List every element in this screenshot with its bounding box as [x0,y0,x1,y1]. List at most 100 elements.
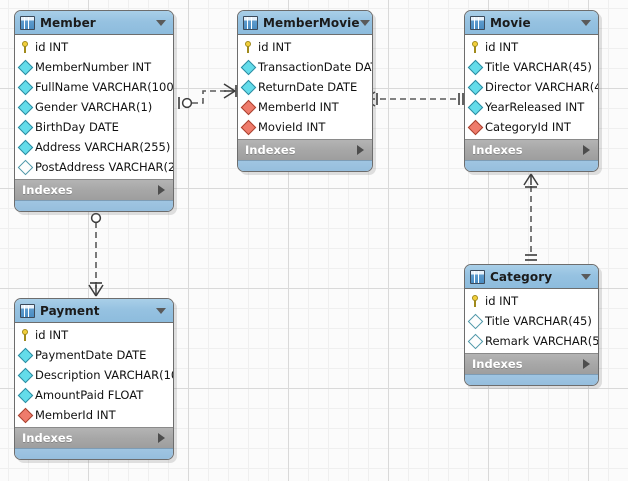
column-label: Title VARCHAR(45) [485,60,592,74]
column-row[interactable]: Director VARCHAR(45) [465,77,598,97]
entity-table-category[interactable]: Category id INT Title VARCHAR(45) Remark… [464,264,602,389]
column-label: Remark VARCHAR(500) [485,334,599,348]
diamond-icon [467,59,484,75]
red-diamond-icon [17,407,34,423]
key-icon [470,41,481,53]
diamond-icon [17,159,34,175]
indexes-label: Indexes [472,143,523,157]
diamond-icon [467,313,484,329]
column-row[interactable]: Title VARCHAR(45) [465,311,598,331]
table-title: Payment [40,303,100,318]
chevron-down-icon[interactable] [156,19,166,26]
diamond-icon [467,79,484,95]
column-list: id INT PaymentDate DATE Description VARC… [15,323,173,427]
column-row[interactable]: Address VARCHAR(255) [15,137,173,157]
table-icon [243,15,258,30]
table-icon [470,15,485,30]
indexes-section[interactable]: Indexes [465,353,598,374]
column-list: id INT MemberNumber INT FullName VARCHAR… [15,35,173,179]
triangle-right-icon[interactable] [158,433,165,443]
column-label: MovieId INT [258,120,326,134]
relationship-movie-category[interactable] [523,173,539,261]
triangle-right-icon[interactable] [583,145,590,155]
indexes-section[interactable]: Indexes [15,179,173,200]
column-row[interactable]: id INT [15,325,173,345]
key-icon [470,295,481,307]
column-label: Gender VARCHAR(1) [35,100,153,114]
diamond-icon [17,119,34,135]
entity-table-payment[interactable]: Payment id INT PaymentDate DATE Descript… [14,298,177,463]
entity-table-membermovie[interactable]: MemberMovie id INT TransactionDate DATE … [237,10,376,175]
column-label: Description VARCHAR(100) [35,368,173,382]
diamond-icon [17,347,34,363]
triangle-right-icon[interactable] [583,359,590,369]
table-footer [15,200,173,211]
diamond-icon [467,333,484,349]
column-row[interactable]: BirthDay DATE [15,117,173,137]
table-header-category[interactable]: Category [465,265,598,289]
relationship-member-payment[interactable] [88,210,104,297]
chevron-down-icon[interactable] [581,19,591,26]
table-title: Category [490,269,553,284]
column-row[interactable]: CategoryId INT [465,117,598,137]
diamond-icon [17,79,34,95]
triangle-right-icon[interactable] [357,145,364,155]
column-row[interactable]: Description VARCHAR(100) [15,365,173,385]
red-diamond-icon [240,119,257,135]
table-title: Movie [490,15,531,30]
table-header-member[interactable]: Member [15,11,173,35]
diamond-icon [17,387,34,403]
column-row[interactable]: MemberId INT [238,97,372,117]
key-icon [20,41,31,53]
indexes-label: Indexes [245,143,296,157]
indexes-section[interactable]: Indexes [465,139,598,160]
table-body: Payment id INT PaymentDate DATE Descript… [14,298,174,460]
chevron-down-icon[interactable] [156,307,166,314]
diamond-icon [467,99,484,115]
table-header-membermovie[interactable]: MemberMovie [238,11,372,35]
column-row[interactable]: AmountPaid FLOAT [15,385,173,405]
triangle-right-icon[interactable] [158,185,165,195]
column-label: BirthDay DATE [35,120,119,134]
relationship-member-membermovie[interactable] [178,83,237,109]
entity-table-movie[interactable]: Movie id INT Title VARCHAR(45) Director … [464,10,602,175]
column-row[interactable]: Title VARCHAR(45) [465,57,598,77]
table-icon [470,269,485,284]
column-row[interactable]: FullName VARCHAR(100) [15,77,173,97]
column-row[interactable]: MemberNumber INT [15,57,173,77]
column-row[interactable]: Remark VARCHAR(500) [465,331,598,351]
column-row[interactable]: id INT [15,37,173,57]
indexes-section[interactable]: Indexes [238,139,372,160]
column-row[interactable]: id INT [465,37,598,57]
column-label: FullName VARCHAR(100) [35,80,174,94]
column-row[interactable]: id INT [465,291,598,311]
entity-table-member[interactable]: Member id INT MemberNumber INT FullName … [14,10,177,215]
column-label: Title VARCHAR(45) [485,314,592,328]
table-title: Member [40,15,96,30]
chevron-down-icon[interactable] [581,273,591,280]
table-body: Movie id INT Title VARCHAR(45) Director … [464,10,599,172]
column-row[interactable]: PaymentDate DATE [15,345,173,365]
column-row[interactable]: YearReleased INT [465,97,598,117]
chevron-down-icon[interactable] [359,19,370,26]
table-header-payment[interactable]: Payment [15,299,173,323]
diamond-icon [17,139,34,155]
red-diamond-icon [240,99,257,115]
column-row[interactable]: id INT [238,37,372,57]
column-label: id INT [485,40,519,54]
table-body: MemberMovie id INT TransactionDate DATE … [237,10,373,172]
column-row[interactable]: MemberId INT [15,405,173,425]
column-row[interactable]: ReturnDate DATE [238,77,372,97]
column-row[interactable]: PostAddress VARCHAR(255) [15,157,173,177]
diamond-icon [17,59,34,75]
table-header-movie[interactable]: Movie [465,11,598,35]
relationship-membermovie-movie[interactable] [363,91,464,107]
column-row[interactable]: MovieId INT [238,117,372,137]
column-label: MemberId INT [258,100,339,114]
column-row[interactable]: Gender VARCHAR(1) [15,97,173,117]
column-row[interactable]: TransactionDate DATE [238,57,372,77]
column-label: Address VARCHAR(255) [35,140,171,154]
indexes-section[interactable]: Indexes [15,427,173,448]
red-diamond-icon [467,119,484,135]
